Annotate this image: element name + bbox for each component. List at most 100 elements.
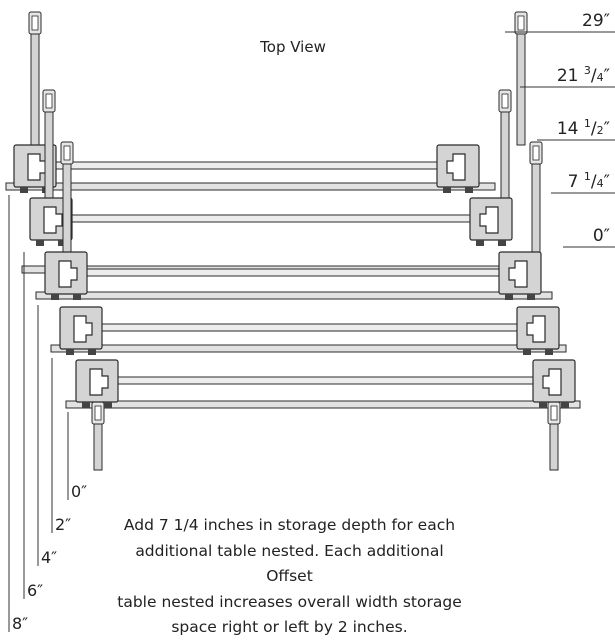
bracket-bolt [505, 294, 513, 300]
note-line: table nested increases overall width sto… [117, 592, 462, 611]
bracket-right [469, 197, 513, 246]
fraction-bar: / [591, 172, 597, 192]
crossbar [115, 376, 534, 385]
unit: ″ [604, 226, 610, 246]
leg-bolt [45, 93, 53, 109]
table-top-edge [35, 291, 553, 300]
bracket-bolt [82, 402, 90, 408]
unit: ″ [604, 66, 610, 86]
leg-left [42, 89, 56, 199]
dimension-label: 21 3/4″ [557, 64, 610, 86]
leg-bolt [31, 15, 39, 31]
bracket-plate [526, 315, 546, 343]
note-line: space right or left by 2 inches. [171, 618, 408, 636]
crossbar [99, 323, 518, 332]
fraction-denominator: 2 [597, 124, 604, 137]
bracket-bolt [498, 240, 506, 246]
bracket-bolt [51, 294, 59, 300]
nested-table-4 [50, 323, 567, 353]
dimension-label: 0″ [593, 226, 610, 246]
nesting-note: Add 7 1/4 inches in storage depth for ea… [112, 513, 467, 641]
depth-dimension-21: 21 3/4″ [520, 64, 615, 88]
unit: ″ [604, 11, 610, 31]
bracket-bolt [58, 240, 66, 246]
bracket-plate [508, 260, 528, 288]
nested-table-1 [5, 161, 496, 191]
bracket-right [532, 359, 576, 408]
dimension-label: 14 1/2″ [557, 117, 610, 139]
nested-table-3 [35, 268, 553, 300]
depth-dimension-7: 7 1/4″ [551, 170, 615, 194]
leg-bolt [94, 405, 102, 421]
bracket-left [29, 197, 73, 246]
bracket-plate [89, 368, 109, 396]
bracket-bolt [104, 402, 112, 408]
fraction-denominator: 4 [597, 177, 604, 190]
width-dimension-0: 0″ [67, 412, 87, 501]
bracket-bolt [527, 294, 535, 300]
width-dimension-2: 4″ [37, 305, 57, 567]
note-line: Add 7 1/4 inches in storage depth for ea… [123, 516, 456, 534]
bracket-bolt [66, 349, 74, 355]
fraction-bar: / [591, 66, 597, 86]
crossbar [69, 214, 471, 223]
unit: ″ [604, 119, 610, 139]
dimension-label: 4″ [41, 548, 57, 567]
width-dimension-4: 8″ [8, 195, 28, 633]
leg-bolt [517, 15, 525, 31]
leg-right [529, 141, 543, 253]
bracket-bolt [523, 349, 531, 355]
note-line: additional table nested. Each additional… [135, 541, 444, 586]
bracket-right [516, 306, 560, 355]
leg-bolt [550, 405, 558, 421]
leg-bolt [532, 145, 540, 161]
bracket-plate [479, 206, 499, 234]
table-top-edge [65, 400, 581, 409]
bracket-plate [446, 153, 466, 181]
bracket-bolt [36, 240, 44, 246]
dimension-label: 29″ [582, 11, 610, 31]
table-top-edge [5, 182, 496, 191]
fraction-denominator: 4 [597, 71, 604, 84]
dimension-label: 8″ [12, 614, 28, 633]
fraction-numerator: 1 [584, 117, 591, 130]
leg-bolt [63, 145, 71, 161]
bracket-bolt [20, 187, 28, 193]
bracket-plate [542, 368, 562, 396]
width-dimension-3: 6″ [23, 252, 43, 600]
bracket-right [436, 144, 480, 193]
bracket-bolt [539, 402, 547, 408]
crossbar [53, 161, 438, 170]
bracket-left [59, 306, 103, 355]
leg-front-left [91, 401, 105, 471]
nested-table-5 [65, 376, 581, 409]
dimension-label: 7 1/4″ [568, 170, 610, 192]
width-dimension-1: 2″ [51, 358, 71, 534]
leg-left [60, 141, 74, 253]
leg-front-right [547, 401, 561, 471]
leg-bolt [501, 93, 509, 109]
diagram-title: Top View [259, 38, 326, 56]
bracket-left [75, 359, 119, 408]
depth-dimension-14: 14 1/2″ [537, 117, 615, 141]
bracket-bolt [465, 187, 473, 193]
nested-tables [5, 11, 581, 471]
bracket-bolt [443, 187, 451, 193]
fraction-numerator: 1 [584, 170, 591, 183]
depth-dimension-29: 29″ [505, 11, 615, 33]
table-top-edge [50, 344, 567, 353]
nested-table-2 [21, 214, 510, 274]
leg-rear-left [28, 11, 42, 146]
leg-right [498, 89, 512, 199]
crossbar [84, 268, 500, 277]
bracket-plate [58, 260, 78, 288]
bracket-plate [43, 206, 63, 234]
fraction-numerator: 3 [584, 64, 591, 77]
bracket-bolt [73, 294, 81, 300]
bracket-left [44, 251, 88, 300]
bracket-plate [73, 315, 93, 343]
unit: ″ [604, 172, 610, 192]
bracket-bolt [545, 349, 553, 355]
bracket-bolt [88, 349, 96, 355]
